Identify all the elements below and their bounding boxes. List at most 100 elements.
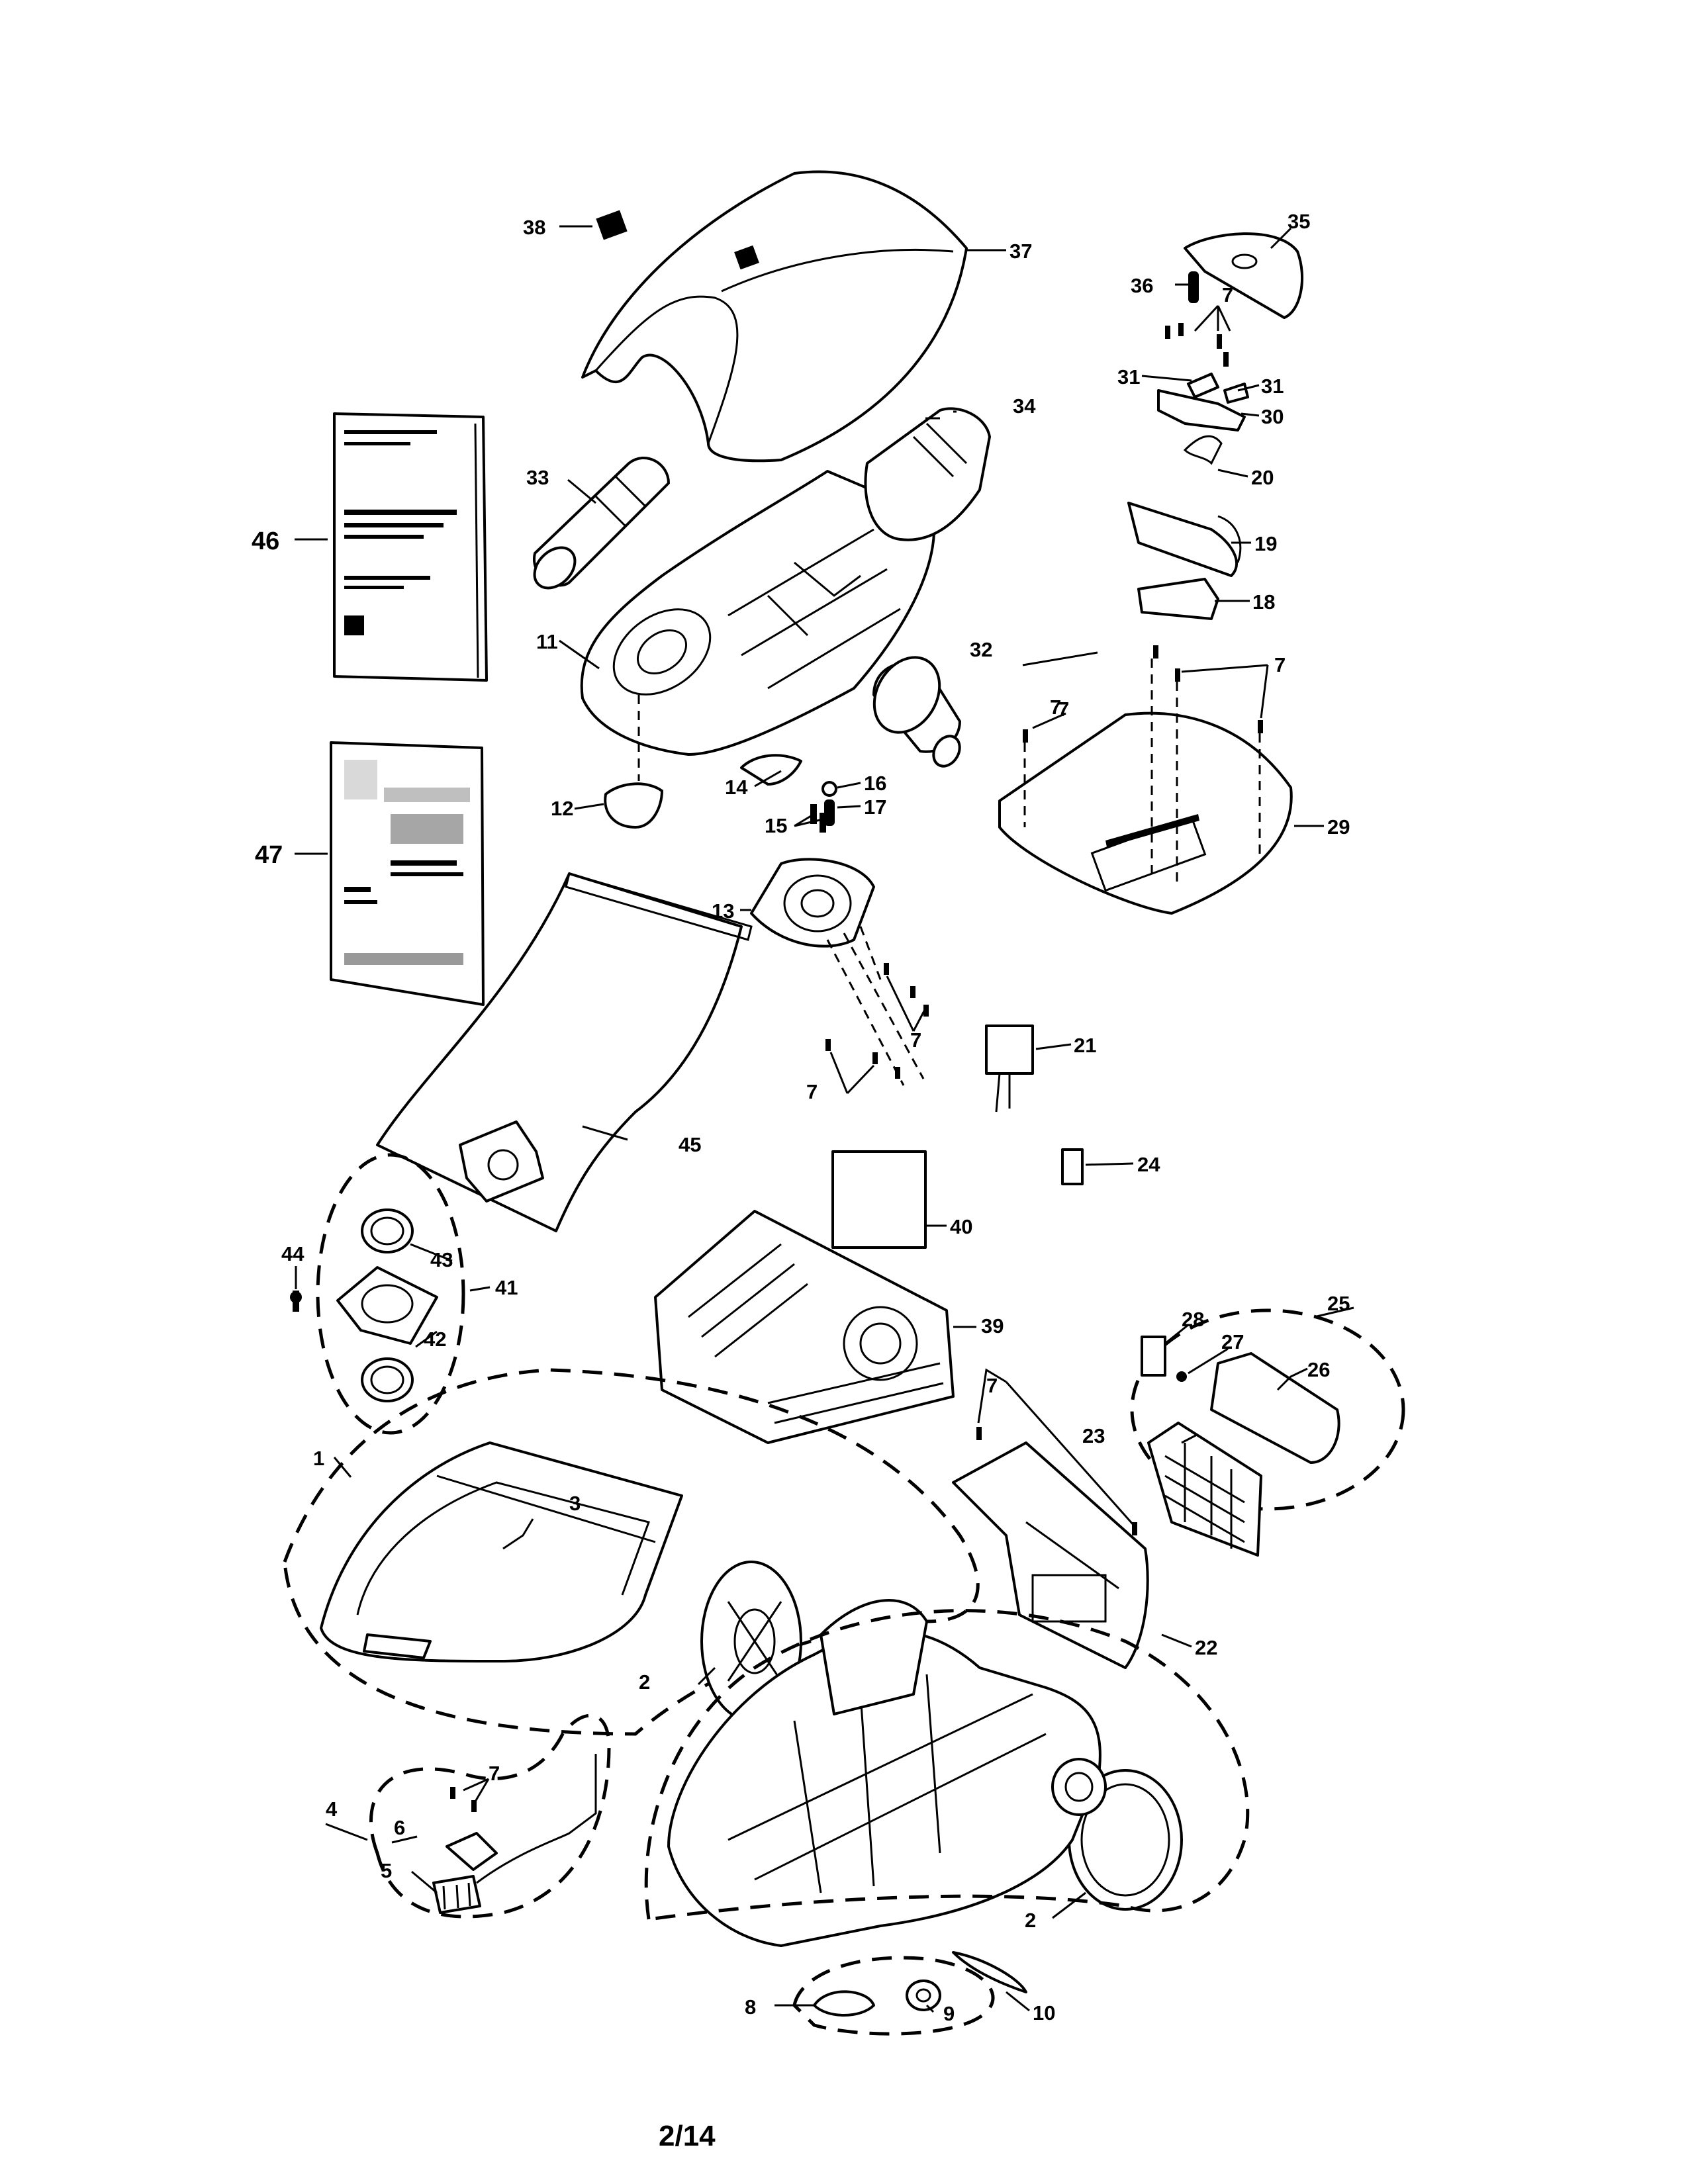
callout-37: 37 [1009,240,1032,263]
part-6-cord-holder [445,1832,498,1871]
part-36-spring [1188,271,1199,303]
part-17-spring [824,799,835,826]
callout-41: 41 [495,1276,518,1299]
callout-35: 35 [1288,210,1310,233]
callout-27: 27 [1221,1330,1244,1353]
callout-40: 40 [950,1215,972,1238]
callout-19: 19 [1254,532,1277,555]
callout-24: 24 [1137,1153,1160,1176]
part-29-nozzle-base [998,711,1293,915]
callout-28: 28 [1182,1308,1204,1331]
part-40-motor-filter [831,1150,927,1249]
callout-7-base-a: 7 [1050,696,1061,719]
callout-36: 36 [1131,274,1153,297]
callout-7-motor-b: 7 [986,1374,998,1397]
callout-39: 39 [981,1314,1004,1338]
part-47-instruction-sheet [330,741,485,1006]
part-25-group-outline [1130,1308,1405,1511]
callout-2b: 2 [1025,1909,1036,1932]
part-45-dust-bag [376,872,753,1232]
callout-labels: 1 2 2 3 4 5 6 7 7 7 7 7 7 7 7 8 9 10 11 … [252,210,1350,2025]
part-37-top-cover [581,170,968,463]
callout-21: 21 [1074,1034,1096,1057]
callout-16: 16 [864,772,886,795]
callout-20: 20 [1251,466,1274,489]
part-24-terminal [1061,1148,1084,1185]
canister-body [667,1599,1107,1947]
callout-33: 33 [526,466,549,489]
part-16-cap [821,781,837,797]
part-20-latch-spring [1183,435,1223,465]
callout-12: 12 [551,797,573,820]
callout-38: 38 [523,216,545,239]
callout-4: 4 [326,1797,338,1821]
part-10-bumper [952,1951,1027,1993]
callout-10: 10 [1033,2001,1055,2025]
part-33-hose-handle [532,456,670,590]
callout-46: 46 [252,527,279,555]
part-3-bag-frame [320,1441,683,1662]
part-13-motor-assembly [750,858,875,948]
part-46-owners-manual [333,412,488,682]
callout-31a: 31 [1117,365,1140,388]
callout-47: 47 [255,841,283,869]
part-41-group-outline [316,1153,465,1435]
callout-23: 23 [1082,1424,1105,1447]
callout-7-top: 7 [1222,283,1233,306]
callout-45: 45 [679,1133,701,1156]
callout-32: 32 [970,638,992,661]
part-21-switch [985,1024,1034,1113]
callout-8: 8 [745,1995,756,2019]
part-32-swivel-coupling [872,656,961,768]
callout-1: 1 [313,1447,324,1470]
page-number: 2/14 [659,2120,716,2152]
part-19-release-lever [1127,502,1242,577]
part-9-caster-wheel [906,1979,941,2011]
part-26-exhaust-cover [1210,1352,1340,1464]
part-30-latch [1157,389,1246,432]
screws-7 [450,323,1263,1812]
leader-lines [295,225,1354,2013]
callout-25: 25 [1327,1292,1350,1315]
callout-17: 17 [864,796,886,819]
part-44-screw [290,1291,302,1312]
part-28-latch [1141,1336,1166,1377]
callout-42: 42 [424,1328,446,1351]
callout-44: 44 [281,1242,305,1265]
part-23-hepa-filter [1147,1422,1262,1557]
callout-22: 22 [1195,1636,1217,1659]
callout-7-motor-a: 7 [806,1080,818,1103]
part-34-filter-pad [864,407,991,541]
part-22-exhaust-housing [952,1441,1149,1669]
callout-3: 3 [569,1492,581,1515]
callout-7-handle: 7 [1274,653,1286,676]
callout-5: 5 [381,1859,392,1882]
part-27-screw [1176,1371,1187,1382]
callout-26: 26 [1307,1358,1330,1381]
callout-15: 15 [765,814,787,837]
callout-7-filter: 7 [1058,698,1069,721]
part-15-pins [810,804,826,833]
callout-2a: 2 [639,1670,650,1694]
callout-7-base-b: 7 [910,1028,921,1052]
part-18-lever-base [1137,578,1219,620]
callout-11: 11 [536,630,558,653]
callout-30: 30 [1261,405,1284,428]
part-39-filter-housing [654,1210,955,1444]
callout-6: 6 [394,1816,405,1839]
callout-29: 29 [1327,815,1350,839]
part-1-group-outline [283,1368,980,1736]
callout-7-cord: 7 [489,1762,500,1785]
part-38-badge [596,210,628,240]
part-11-upper-housing [580,470,936,756]
part-12-bag-clip [604,782,663,829]
part-14-seal [740,754,802,786]
part-31-clip [1187,373,1249,404]
callout-18: 18 [1252,590,1275,614]
callout-9: 9 [943,2002,955,2025]
part-35-handle-cover [1184,232,1303,319]
callout-31b: 31 [1261,375,1284,398]
callout-13: 13 [712,899,734,923]
part-5-plug [432,1875,481,1914]
